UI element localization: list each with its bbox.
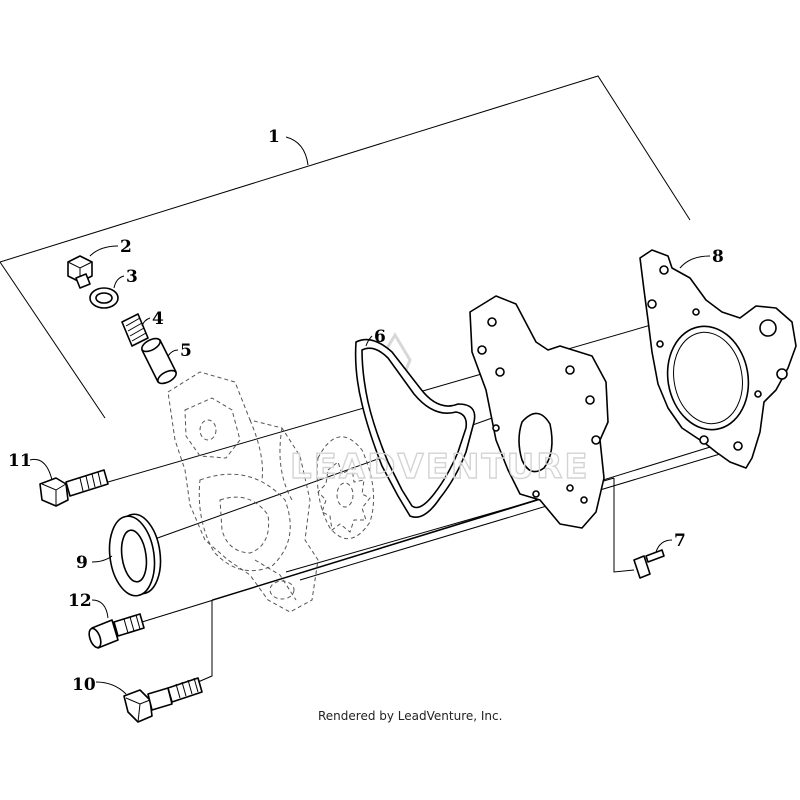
callout-7: 7	[674, 531, 686, 551]
callout-3: 3	[126, 267, 138, 287]
pump-cover-plate	[469, 295, 609, 529]
plunger-part	[141, 337, 177, 385]
callout-labels: 1 2 3 4 5 6 7 8 9 10 11 12	[8, 127, 724, 695]
callout-2: 2	[120, 237, 132, 257]
stud-bolt-part-10	[123, 677, 203, 723]
callout-9: 9	[76, 553, 88, 573]
callout-8: 8	[712, 247, 724, 267]
oil-pump-housing	[167, 371, 319, 613]
screw-part-7	[633, 549, 665, 579]
render-credit: Rendered by LeadVenture, Inc.	[318, 709, 502, 723]
callout-12: 12	[68, 591, 92, 611]
bolt-part-11	[39, 469, 109, 507]
callout-6: 6	[374, 327, 386, 347]
callout-4: 4	[152, 309, 164, 329]
callout-1: 1	[268, 127, 280, 147]
callout-10: 10	[72, 675, 96, 695]
socket-screw-part-12	[88, 613, 145, 649]
pump-rotor-gear	[316, 436, 375, 539]
cover-seal-part	[354, 338, 476, 518]
oil-seal-part	[108, 513, 162, 597]
housing-gasket-part	[639, 249, 797, 469]
watermark-text: LEADVENTURE	[290, 447, 590, 487]
leader-lines	[29, 245, 711, 695]
spring-part	[121, 313, 149, 347]
callout-5: 5	[180, 341, 192, 361]
callout-11: 11	[8, 451, 32, 471]
plug-bolt-part	[67, 255, 93, 289]
o-ring-part	[89, 287, 119, 309]
assembly-bracket	[0, 75, 691, 419]
